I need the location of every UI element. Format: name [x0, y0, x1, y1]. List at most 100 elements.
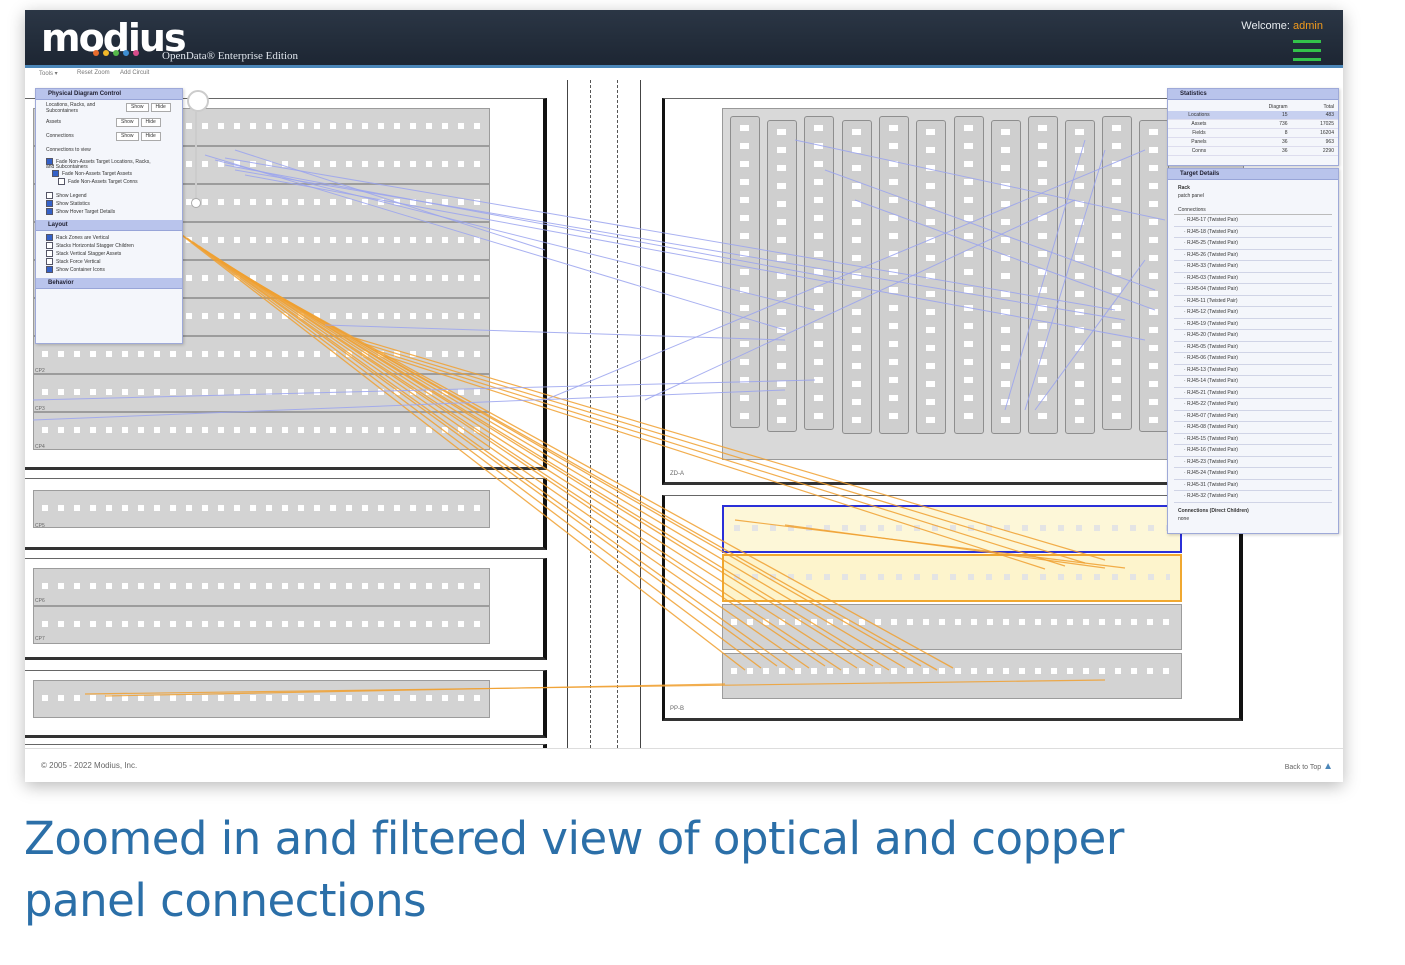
- copper-connection[interactable]: [644, 199, 1076, 401]
- vertical-panel[interactable]: [991, 120, 1021, 434]
- optical-connection[interactable]: [174, 229, 746, 671]
- checkbox[interactable]: [46, 250, 53, 258]
- statistics-title[interactable]: Statistics: [1168, 89, 1338, 100]
- panel[interactable]: [33, 374, 490, 412]
- copper-connection[interactable]: [244, 174, 1146, 341]
- rack-left-5[interactable]: [25, 744, 547, 748]
- optical-connection[interactable]: [180, 233, 762, 669]
- optical-connection[interactable]: [234, 269, 906, 669]
- hide-button[interactable]: Hide: [150, 103, 171, 112]
- checkbox[interactable]: [52, 170, 59, 178]
- connection-item[interactable]: · RJ45-07 (Twisted Pair): [1174, 411, 1332, 422]
- vertical-panel[interactable]: [767, 120, 797, 432]
- option-row[interactable]: Show Legend: [36, 192, 182, 200]
- toolbar-item-add-circuit[interactable]: Add Circuit: [120, 70, 150, 76]
- hide-button[interactable]: Hide: [140, 132, 161, 141]
- copper-connection[interactable]: [794, 139, 1166, 221]
- connection-item[interactable]: · RJ45-14 (Twisted Pair): [1174, 376, 1332, 388]
- vertical-panel[interactable]: [916, 120, 946, 434]
- checkbox[interactable]: [46, 242, 53, 250]
- connection-item[interactable]: · RJ45-22 (Twisted Pair): [1174, 399, 1332, 411]
- zoom-slider-handle[interactable]: [191, 198, 201, 208]
- connection-item[interactable]: · RJ45-18 (Twisted Pair): [1174, 227, 1332, 238]
- show-button[interactable]: Show: [116, 118, 139, 127]
- connection-item[interactable]: · RJ45-23 (Twisted Pair): [1174, 457, 1332, 468]
- copper-connection[interactable]: [204, 154, 786, 331]
- toolbar-item-reset-zoom[interactable]: Reset Zoom: [77, 70, 110, 76]
- rack-left-4[interactable]: [25, 670, 547, 738]
- copper-connection[interactable]: [32, 389, 786, 421]
- connection-item[interactable]: · RJ45-21 (Twisted Pair): [1174, 388, 1332, 399]
- copper-connection[interactable]: [224, 157, 1116, 311]
- checkbox[interactable]: [46, 208, 53, 216]
- connection-item[interactable]: · RJ45-20 (Twisted Pair): [1174, 330, 1332, 342]
- connection-item[interactable]: · RJ45-16 (Twisted Pair): [1174, 445, 1332, 457]
- connection-item[interactable]: · RJ45-12 (Twisted Pair): [1174, 307, 1332, 319]
- copper-connection[interactable]: [224, 164, 846, 281]
- checkbox[interactable]: [46, 258, 53, 266]
- copper-connection[interactable]: [854, 199, 1156, 311]
- rack-left-1[interactable]: [25, 98, 547, 470]
- panel[interactable]: [33, 606, 490, 644]
- optical-connection[interactable]: [204, 249, 826, 667]
- option-row[interactable]: Stack Force Vertical: [36, 258, 182, 266]
- optical-connection[interactable]: [198, 245, 810, 669]
- connection-item[interactable]: · RJ45-04 (Twisted Pair): [1174, 284, 1332, 296]
- panel[interactable]: [33, 568, 490, 606]
- connection-item[interactable]: · RJ45-32 (Twisted Pair): [1174, 491, 1332, 503]
- physical-diagram-canvas[interactable]: CP2 CP3 CP4 CP5 CP6 CP7 ZD-A PP-B: [25, 80, 1343, 748]
- connection-item[interactable]: · RJ45-33 (Twisted Pair): [1174, 261, 1332, 273]
- checkbox[interactable]: [58, 178, 65, 186]
- optical-connection[interactable]: [186, 237, 778, 667]
- zoom-control[interactable]: [187, 90, 209, 112]
- vertical-panel[interactable]: [879, 116, 909, 434]
- optical-connection[interactable]: [252, 281, 954, 669]
- hide-button[interactable]: Hide: [140, 118, 161, 127]
- option-row[interactable]: Rack Zones are Vertical: [36, 234, 182, 242]
- copper-connection[interactable]: [234, 149, 546, 251]
- panel[interactable]: [33, 490, 490, 528]
- rack-right-top[interactable]: [662, 98, 1245, 485]
- control-panel-title[interactable]: Physical Diagram Control: [36, 89, 182, 100]
- panel[interactable]: [33, 680, 490, 718]
- connection-item[interactable]: · RJ45-26 (Twisted Pair): [1174, 250, 1332, 261]
- show-button[interactable]: Show: [116, 132, 139, 141]
- copper-connection[interactable]: [234, 169, 1126, 321]
- target-details-title[interactable]: Target Details: [1168, 169, 1338, 180]
- option-row[interactable]: Fade Non-Assets Target Locations, Racks,…: [36, 158, 156, 170]
- optical-connection[interactable]: [374, 349, 1066, 567]
- panel[interactable]: [722, 604, 1182, 650]
- rack-left-3[interactable]: [25, 558, 547, 660]
- option-row[interactable]: Fade Non-Assets Target Assets: [36, 170, 182, 178]
- layout-section-title[interactable]: Layout: [36, 220, 182, 231]
- selected-panel[interactable]: [722, 505, 1182, 553]
- behavior-section-title[interactable]: Behavior: [36, 278, 182, 289]
- checkbox[interactable]: [46, 266, 53, 274]
- vertical-panel[interactable]: [1139, 120, 1169, 432]
- copper-connection[interactable]: [824, 169, 1156, 291]
- option-row[interactable]: Show Statistics: [36, 200, 182, 208]
- connection-item[interactable]: · RJ45-19 (Twisted Pair): [1174, 319, 1332, 330]
- connection-item[interactable]: · RJ45-31 (Twisted Pair): [1174, 480, 1332, 491]
- option-row[interactable]: Fade Non-Assets Target Conns: [36, 178, 182, 192]
- rack-right-bottom[interactable]: [662, 495, 1243, 721]
- toolbar-item-tools[interactable]: Tools ▾: [39, 71, 58, 77]
- optical-connection[interactable]: [364, 343, 1086, 564]
- option-row[interactable]: Stacks Horizontal Stagger Children: [36, 242, 182, 250]
- connection-item[interactable]: · RJ45-03 (Twisted Pair): [1174, 273, 1332, 284]
- checkbox[interactable]: [46, 234, 53, 242]
- connection-item[interactable]: · RJ45-08 (Twisted Pair): [1174, 422, 1332, 434]
- vertical-panel[interactable]: [804, 116, 834, 430]
- optical-connection[interactable]: [216, 257, 858, 669]
- optical-connection[interactable]: [784, 524, 1106, 569]
- connection-item[interactable]: · RJ45-13 (Twisted Pair): [1174, 365, 1332, 376]
- option-row[interactable]: Show Hover Target Details: [36, 208, 182, 216]
- panel[interactable]: [33, 412, 490, 450]
- copper-connection[interactable]: [324, 324, 786, 341]
- option-row[interactable]: Show Container Icons: [36, 266, 182, 274]
- optical-connection[interactable]: [354, 337, 1106, 561]
- optical-connection[interactable]: [384, 355, 1046, 570]
- option-row[interactable]: Stack Vertical Stagger Assets: [36, 250, 182, 258]
- vertical-panel[interactable]: [1065, 120, 1095, 434]
- copper-connection[interactable]: [544, 149, 1146, 401]
